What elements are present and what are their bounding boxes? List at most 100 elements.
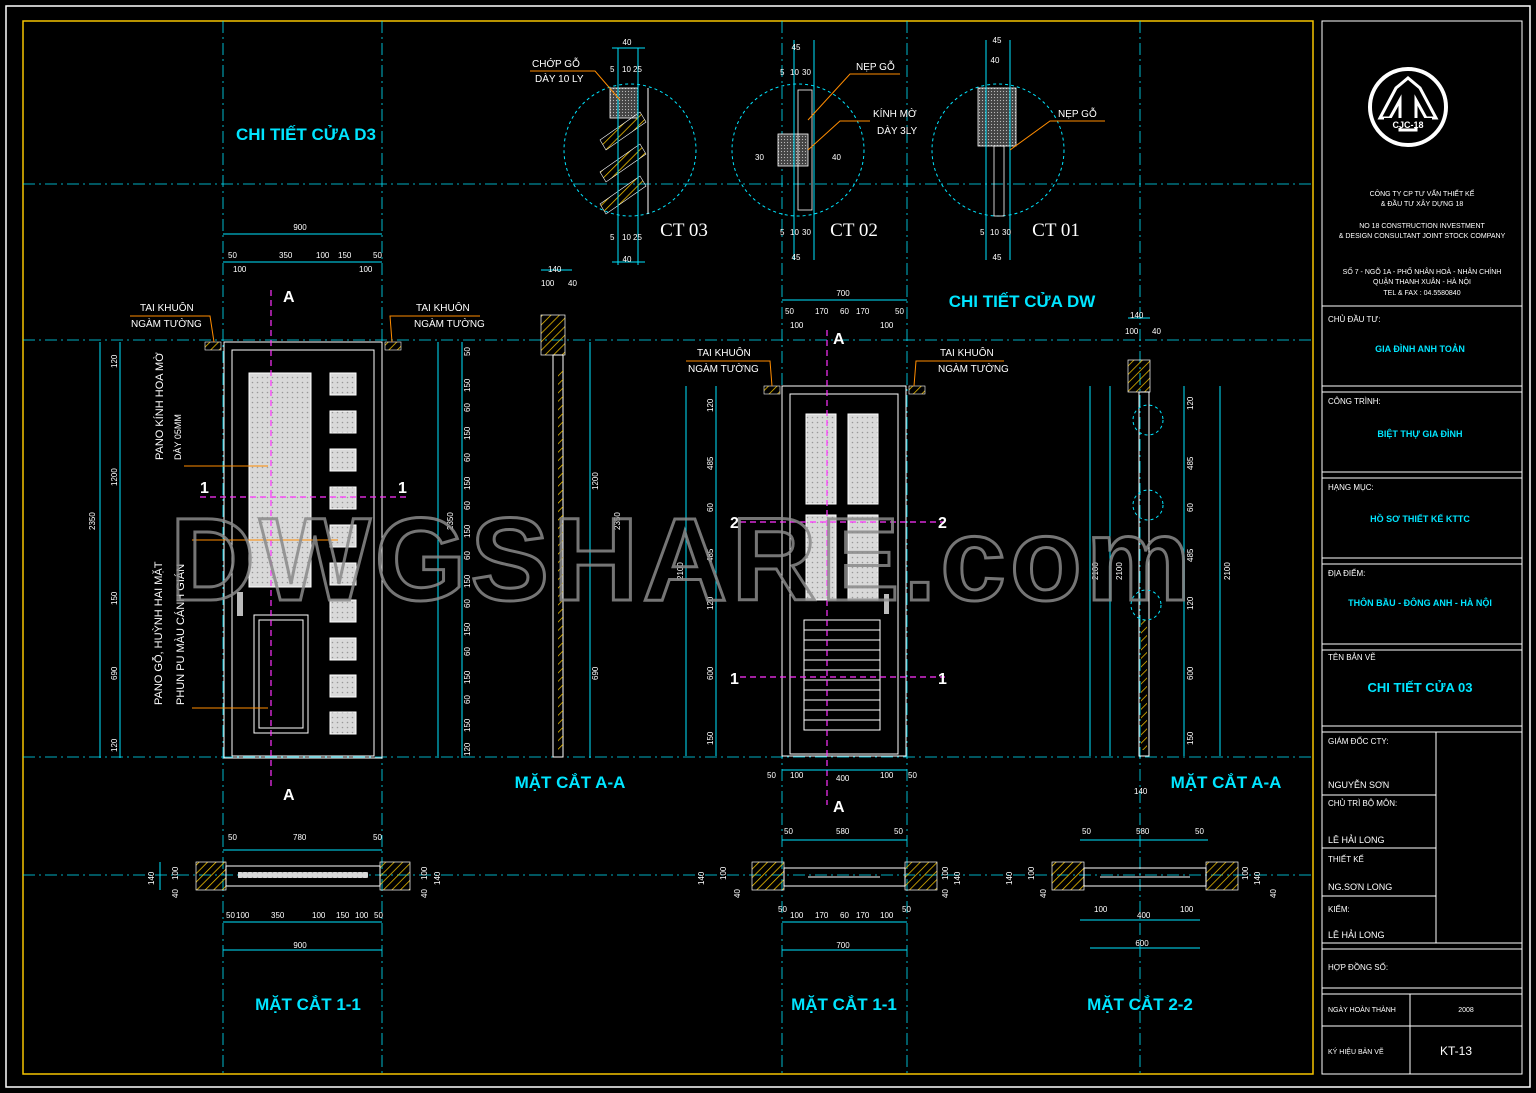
svg-text:780: 780 (293, 833, 307, 842)
svg-text:100: 100 (420, 866, 429, 880)
svg-text:100: 100 (541, 279, 555, 288)
svg-text:40: 40 (171, 889, 180, 898)
svg-text:50: 50 (226, 911, 235, 920)
svg-text:HẠNG MỤC:: HẠNG MỤC: (1328, 483, 1374, 492)
note-ngam-tuong-l2: NGÀM TƯỜNG (688, 362, 759, 375)
svg-text:690: 690 (110, 666, 119, 680)
outer-border (5, 5, 1531, 1088)
door-d3-elevation: 900 50 350 100 150 50 100 100 A A 1 1 TA… (88, 223, 485, 804)
title-section-11-2: MẶT CẮT 1-1 (791, 995, 897, 1014)
svg-text:40: 40 (733, 889, 742, 898)
svg-text:485: 485 (1186, 456, 1195, 470)
note-pano-go: PANO GỖ, HUỲNH HAI MẶT (152, 561, 165, 705)
svg-text:45: 45 (993, 253, 1002, 262)
svg-text:690: 690 (591, 666, 600, 680)
label-ct02: CT 02 (830, 220, 878, 241)
svg-text:485: 485 (1186, 548, 1195, 562)
svg-text:10: 10 (790, 68, 799, 77)
svg-text:40: 40 (623, 38, 632, 47)
svg-text:140: 140 (1253, 871, 1262, 885)
svg-text:60: 60 (463, 695, 472, 704)
svg-text:350: 350 (279, 251, 293, 260)
svg-text:40: 40 (941, 889, 950, 898)
svg-text:140: 140 (548, 265, 562, 274)
svg-text:140: 140 (1134, 787, 1148, 796)
svg-text:140: 140 (1130, 311, 1144, 320)
svg-text:40: 40 (1269, 889, 1278, 898)
svg-text:350: 350 (271, 911, 285, 920)
svg-text:100: 100 (1027, 866, 1036, 880)
svg-text:100: 100 (1180, 905, 1194, 914)
svg-text:150: 150 (463, 378, 472, 392)
svg-text:600: 600 (1186, 666, 1195, 680)
svg-text:400: 400 (1137, 911, 1151, 920)
svg-text:& DESIGN CONSULTANT JOINT STOC: & DESIGN CONSULTANT JOINT STOCK COMPANY (1339, 233, 1506, 240)
cut-marker-1-right-dw: 1 (938, 671, 947, 688)
svg-text:100: 100 (1241, 866, 1250, 880)
svg-text:60: 60 (840, 911, 849, 920)
detail-ct03: 40 5 10 25 5 10 25 40 CT 03 CHỚP GỖ DÀY … (530, 38, 708, 265)
svg-text:25: 25 (633, 65, 642, 74)
svg-text:120: 120 (706, 596, 715, 610)
svg-text:140: 140 (697, 871, 706, 885)
cut-marker-1-right: 1 (398, 480, 407, 497)
svg-text:50: 50 (374, 911, 383, 920)
svg-text:50: 50 (463, 347, 472, 356)
svg-text:1200: 1200 (591, 472, 600, 490)
svg-text:ĐỊA ĐIỂM:: ĐỊA ĐIỂM: (1328, 569, 1365, 578)
svg-text:40: 40 (568, 279, 577, 288)
watermark: DWGSHARE.com (170, 494, 1195, 626)
svg-text:60: 60 (706, 503, 715, 512)
svg-text:50: 50 (228, 251, 237, 260)
svg-text:GIÁM ĐỐC CTY:: GIÁM ĐỐC CTY: (1328, 736, 1388, 746)
note-nep-go-1: NẸP GỖ (856, 60, 895, 73)
cut-marker-2-left: 2 (730, 515, 739, 532)
cut-marker-1-left-dw: 1 (730, 671, 739, 688)
title-door-dw: CHI TIẾT CỬA DW (949, 292, 1097, 311)
svg-text:900: 900 (293, 223, 307, 232)
svg-text:60: 60 (463, 501, 472, 510)
note-ngam-tuong-l1: NGÀM TƯỜNG (131, 317, 202, 330)
svg-text:100: 100 (790, 321, 804, 330)
svg-text:QUẬN THANH XUÂN - HÀ NỘI: QUẬN THANH XUÂN - HÀ NỘI (1373, 277, 1471, 286)
svg-text:60: 60 (463, 453, 472, 462)
svg-text:400: 400 (836, 774, 850, 783)
svg-text:10: 10 (622, 65, 631, 74)
svg-text:25: 25 (633, 233, 642, 242)
svg-text:580: 580 (836, 827, 850, 836)
svg-text:LÊ HẢI LONG: LÊ HẢI LONG (1328, 929, 1385, 940)
svg-text:150: 150 (463, 718, 472, 732)
title-section-11-1: MẶT CẮT 1-1 (255, 995, 361, 1014)
svg-text:TEL & FAX : 04.5580840: TEL & FAX : 04.5580840 (1383, 290, 1460, 297)
svg-text:120: 120 (1186, 396, 1195, 410)
section-22: 50 580 50 140 100 40 140 100 40 100 400 … (1005, 827, 1278, 1014)
svg-text:150: 150 (463, 622, 472, 636)
note-tai-khuon-l1: TAI KHUÔN (140, 301, 194, 314)
svg-text:100: 100 (359, 265, 373, 274)
svg-text:45: 45 (792, 43, 801, 52)
svg-text:100: 100 (316, 251, 330, 260)
date-value: 2008 (1458, 1007, 1474, 1014)
drawing-name-value: CHI TIẾT CỬA 03 (1368, 680, 1473, 695)
svg-text:600: 600 (706, 666, 715, 680)
svg-text:50: 50 (767, 771, 776, 780)
svg-text:100: 100 (790, 911, 804, 920)
title-section-aa-2: MẶT CẮT A-A (1171, 773, 1282, 792)
note-day-3ly: DÀY 3LY (877, 124, 918, 137)
note-pano-kinh: PANO KÍNH HOA MỜ (153, 352, 166, 460)
svg-text:100: 100 (941, 866, 950, 880)
svg-text:THIẾT KẾ: THIẾT KẾ (1328, 854, 1364, 864)
svg-text:2100: 2100 (1115, 562, 1124, 580)
svg-text:2350: 2350 (613, 512, 622, 530)
svg-text:5: 5 (610, 65, 615, 74)
svg-text:100: 100 (880, 321, 894, 330)
svg-text:HỢP ĐỒNG SỐ:: HỢP ĐỒNG SỐ: (1328, 962, 1388, 972)
svg-text:120: 120 (706, 398, 715, 412)
svg-text:2100: 2100 (676, 562, 685, 580)
svg-text:50: 50 (1082, 827, 1091, 836)
note-day-10ly: DÀY 10 LY (535, 72, 584, 85)
svg-text:50: 50 (902, 905, 911, 914)
detail-ct02: 45 5 10 30 5 10 30 45 30 40 CT 02 NẸP GỖ… (731, 40, 918, 262)
svg-text:SỐ 7 - NGÕ 1A - PHỐ NHÂN HOÀ -: SỐ 7 - NGÕ 1A - PHỐ NHÂN HOÀ - NHÂN CHÍN… (1343, 266, 1502, 276)
cut-marker-a-top-dw: A (833, 331, 845, 348)
